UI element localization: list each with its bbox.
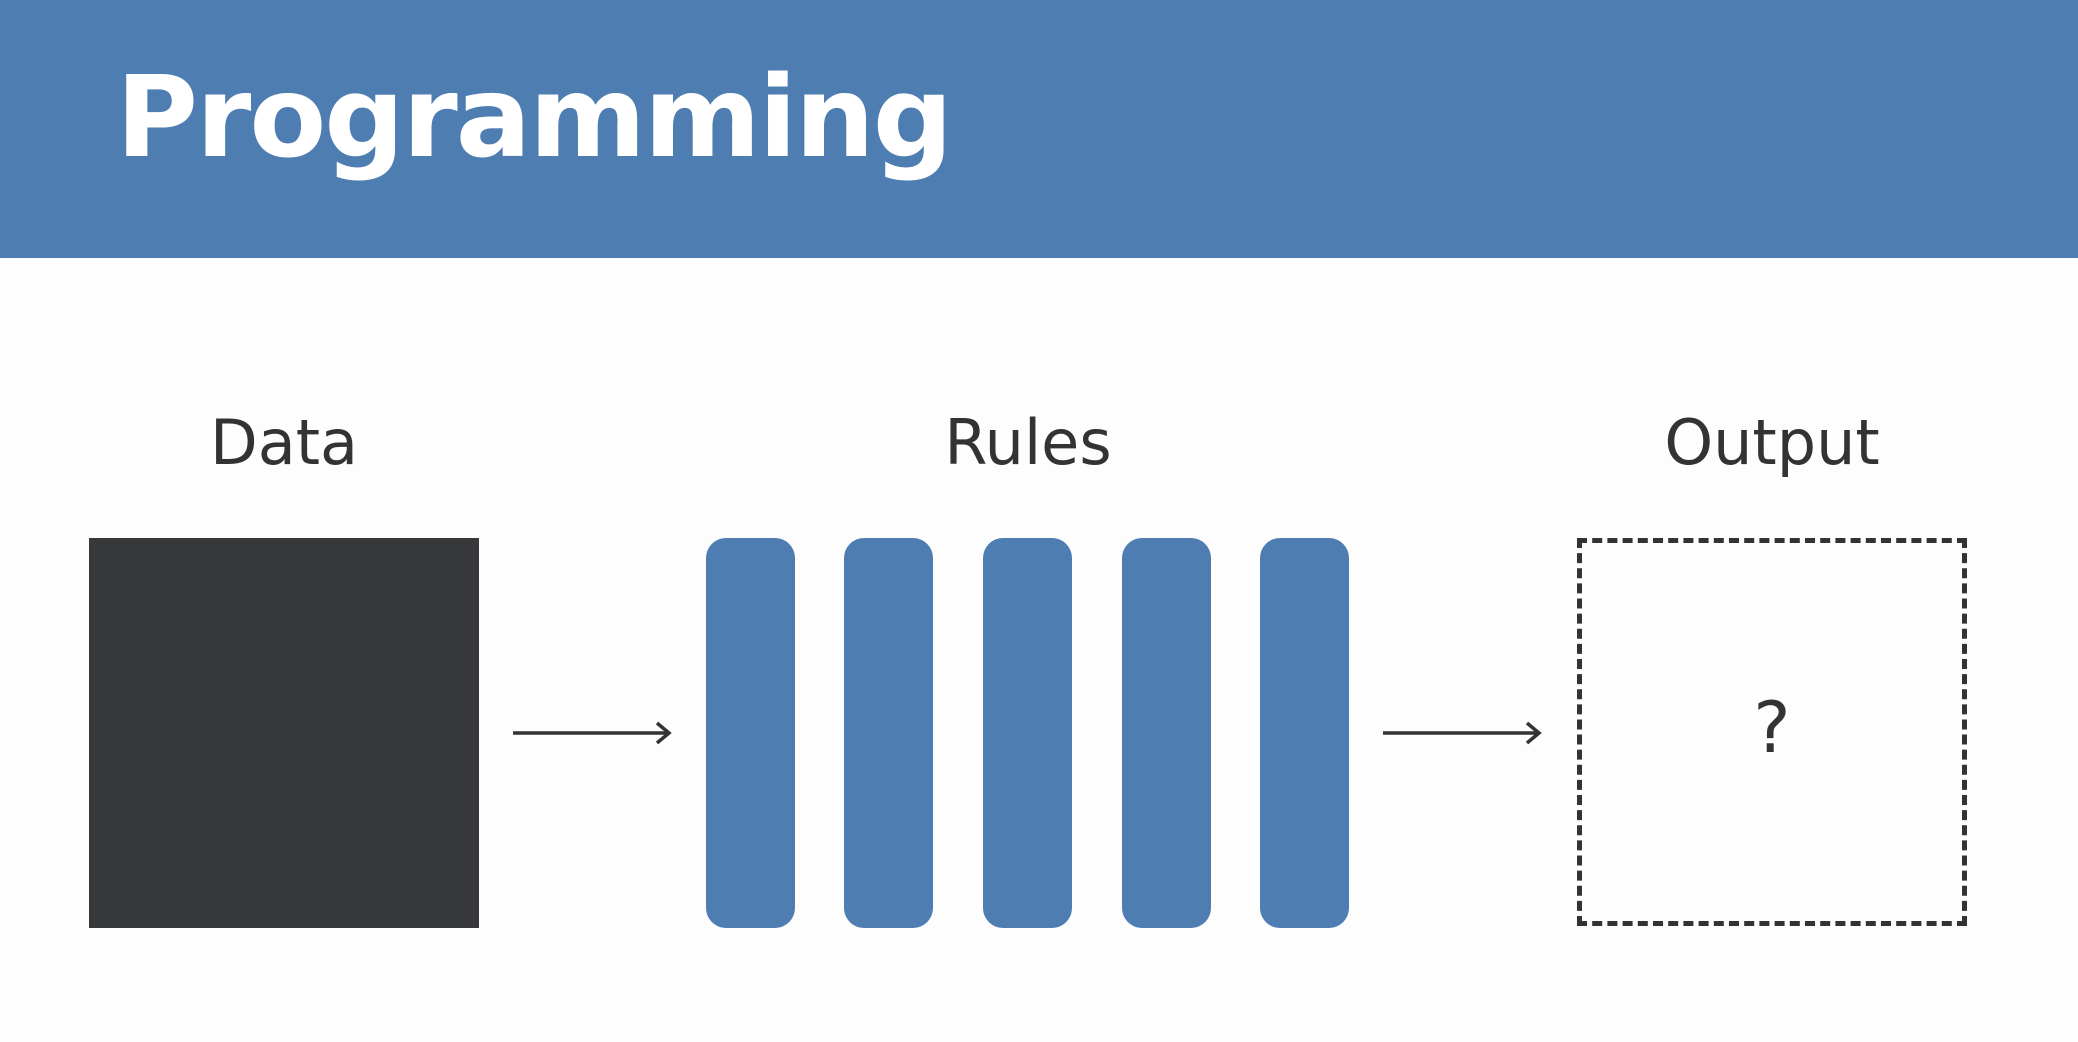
header-bar: Programming [0,0,2078,258]
arrow-right-icon [513,721,672,745]
rule-bar [1122,538,1211,928]
output-label: Output [1664,406,1880,479]
output-box: ? [1577,538,1967,926]
rule-bar [706,538,795,928]
rule-bar [844,538,933,928]
data-block [89,538,479,928]
arrow-right-icon [1383,721,1542,745]
page-title: Programming [116,53,953,183]
rule-bar [1260,538,1349,928]
rules-label: Rules [944,406,1112,479]
output-value: ? [1753,687,1791,769]
data-label: Data [209,406,359,479]
rule-bar [983,538,1072,928]
